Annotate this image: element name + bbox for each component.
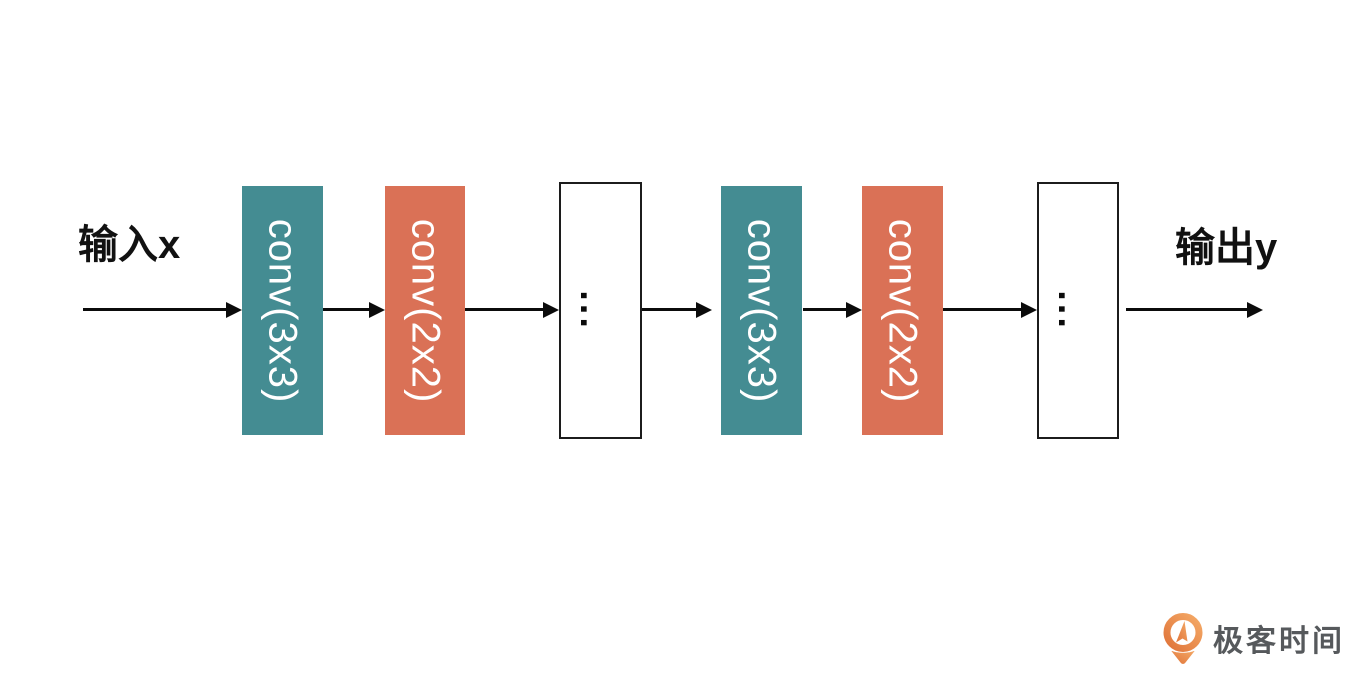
conv-box-3: conv(3x3) — [721, 186, 802, 435]
flow-arrow-3 — [465, 308, 543, 311]
ellipsis-box-2: ... — [1037, 182, 1119, 439]
flow-arrow-1 — [83, 308, 226, 311]
conv-box-2-label: conv(2x2) — [403, 218, 447, 403]
ellipsis-box-1-label: ... — [572, 290, 615, 331]
conv-box-4: conv(2x2) — [862, 186, 943, 435]
conv-box-1-label: conv(3x3) — [260, 218, 305, 403]
conv-box-1: conv(3x3) — [242, 186, 323, 435]
flow-arrow-4 — [642, 308, 696, 311]
flow-arrow-2 — [323, 308, 369, 311]
geektime-logo: 极客时间 — [1158, 610, 1345, 666]
flow-arrow-5 — [803, 308, 846, 311]
geektime-pin-icon — [1158, 610, 1208, 666]
conv-box-3-label: conv(3x3) — [739, 218, 784, 403]
conv-box-2: conv(2x2) — [385, 186, 465, 435]
input-label: 输入x — [78, 223, 181, 267]
flow-arrow-7 — [1126, 308, 1247, 311]
ellipsis-box-2-label: ... — [1049, 290, 1092, 331]
output-label: 输出y — [1175, 226, 1278, 270]
ellipsis-box-1: ... — [559, 182, 642, 439]
geektime-logo-text: 极客时间 — [1213, 625, 1345, 658]
flow-arrow-6 — [943, 308, 1021, 311]
conv-box-4-label: conv(2x2) — [880, 218, 925, 403]
